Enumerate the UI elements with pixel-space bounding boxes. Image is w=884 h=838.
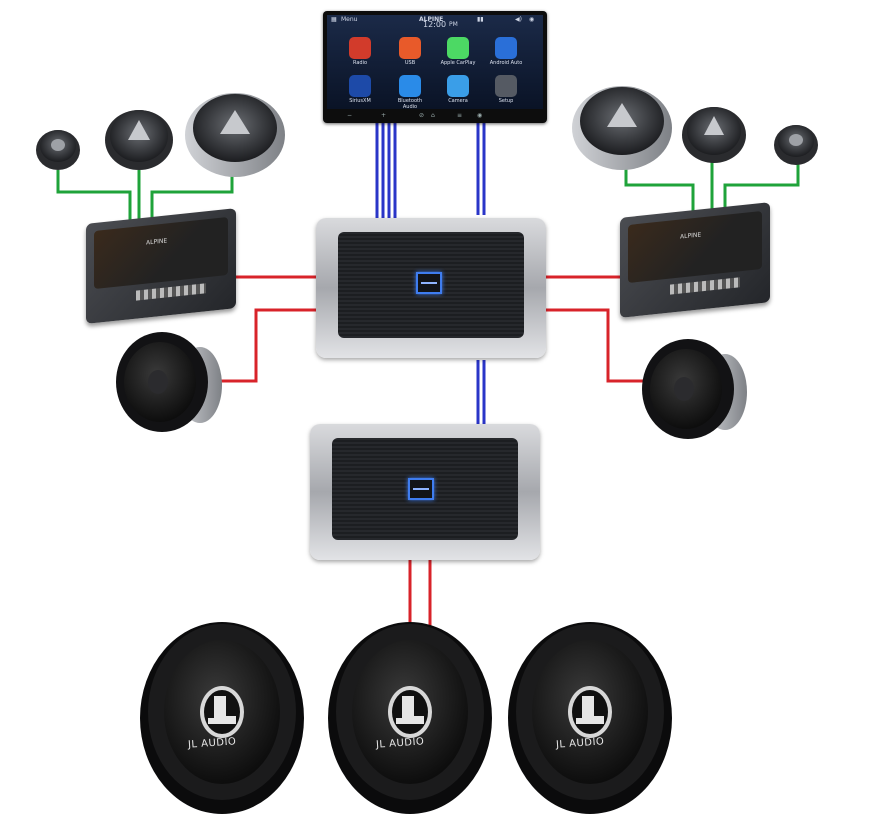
head-unit-button-bar: − + ⊘ ⌂ ≡ ◉ [327,111,543,121]
amplifier-main [316,218,546,358]
subwoofer-small-right [642,339,747,439]
head-unit-brand: ALPINE [419,16,444,23]
clock-time: 12:00 [423,20,447,29]
app-label: Setup [498,98,514,104]
app-label: USB [404,60,416,66]
volume-icon: ◀) [515,16,522,23]
signal-wires-head-to-amp1 [375,122,486,220]
app-label: Radio [352,60,368,66]
usb-app-icon[interactable] [399,37,421,59]
tweeter-midrange-wires-left [56,168,234,220]
woofer-speaker-right [572,86,672,170]
camera-app-icon[interactable] [447,75,469,97]
plus-button[interactable]: + [381,112,387,119]
speaker-wires [215,275,652,628]
menu-button[interactable]: ≡ [457,112,463,119]
midrange-speaker-left [105,110,173,170]
amplifier-logo-icon [408,478,434,500]
radio-app-icon[interactable] [349,37,371,59]
app-label: Camera [448,98,468,104]
woofer-speaker-left [185,93,285,177]
voice-button[interactable]: ◉ [477,112,483,119]
home-button[interactable]: ⌂ [431,112,435,119]
app-label: SiriusXM [349,98,371,104]
grid-icon[interactable]: ▦ [331,16,337,23]
carplay-app-icon[interactable] [447,37,469,59]
status-indicator-icon: ◉ [529,16,535,23]
subwoofer-small-left [116,332,222,432]
app-label: Bluetooth Audio [397,98,423,110]
android-auto-app-icon[interactable] [495,37,517,59]
clock-suffix: PM [449,21,458,28]
menu-label[interactable]: Menu [341,16,358,23]
amplifier-subwoofer [310,424,540,560]
head-unit-screen: ▦ Menu ALPINE 12:00 PM ▮▮ ◀) ◉ Radio USB… [327,15,543,110]
subwoofer-jl-center [328,622,492,814]
midrange-speaker-right [682,107,746,163]
head-unit-status-bar: ▦ Menu ALPINE 12:00 PM ▮▮ ◀) ◉ [327,15,543,29]
setup-gear-icon[interactable] [495,75,517,97]
bluetooth-app-icon[interactable] [399,75,421,97]
siriusxm-app-icon[interactable] [349,75,371,97]
subwoofer-jl-left [140,622,304,814]
mute-button[interactable]: ⊘ [419,112,425,119]
tweeter-right [774,125,818,165]
minus-button[interactable]: − [347,112,353,119]
app-label: Apple CarPlay [440,60,476,66]
app-label: Android Auto [489,60,523,66]
signal-wires-amp1-to-amp2 [476,360,486,428]
signal-icon: ▮▮ [477,16,484,23]
amplifier-logo-icon [416,272,442,294]
subwoofer-jl-right [508,622,672,814]
tweeter-midrange-wires-right [624,162,800,215]
head-unit: ▦ Menu ALPINE 12:00 PM ▮▮ ◀) ◉ Radio USB… [323,11,547,123]
tweeter-left [36,130,80,170]
